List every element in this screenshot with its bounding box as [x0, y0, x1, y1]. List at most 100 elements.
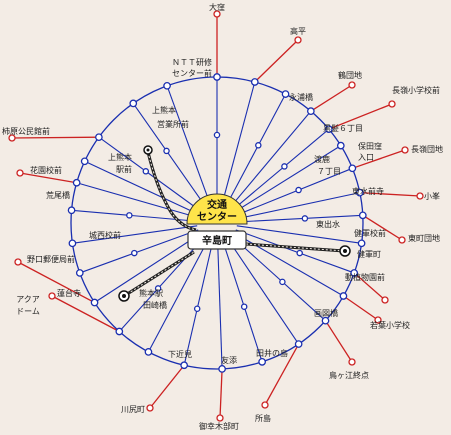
branch-13	[264, 343, 300, 406]
label-kengun-machi: 健軍町	[357, 249, 381, 259]
branch-end-stop-25	[8, 134, 16, 142]
ring-stop-26	[129, 99, 138, 108]
branch-6	[352, 149, 406, 169]
spoke-16	[183, 242, 214, 366]
ring-stop-24	[80, 157, 89, 166]
branch-end-stop-11	[374, 316, 382, 324]
inner-stop-5	[296, 249, 303, 257]
label-aqua-2: ドーム	[16, 307, 40, 316]
spoke-21	[72, 225, 198, 244]
branch-end-stop-18	[48, 292, 56, 300]
label-tomiai: 友添	[221, 355, 237, 365]
hub-box	[187, 230, 247, 250]
branch-end-stop-4	[388, 100, 396, 108]
hub-label: 辛島町	[202, 234, 232, 247]
branch-end-stop-15	[216, 414, 224, 422]
spoke-9	[236, 225, 362, 244]
branch-23	[19, 172, 77, 184]
label-ntt-1: ＮＴＴ研修	[172, 57, 212, 67]
label-higashimizu: 東水前寺	[352, 186, 384, 196]
label-ohkubo: 大窪	[209, 2, 225, 12]
spoke-27	[166, 85, 211, 205]
label-nagamine-danchi: 長嶺団地	[411, 144, 443, 154]
label-hotakubo-2: 入口	[358, 153, 374, 162]
ring-stop-20	[75, 269, 84, 277]
spoke-10	[235, 229, 355, 274]
ring-stop-13	[294, 340, 303, 348]
ring-stop-11	[339, 292, 348, 300]
branch-3	[310, 84, 353, 112]
label-nagamine-shou: 長嶺小学校前	[392, 85, 440, 95]
spoke-26	[132, 103, 206, 207]
label-komine: 小峯	[424, 191, 440, 201]
label-wakaba: 若葉小学校	[370, 320, 410, 330]
branch-8	[362, 214, 403, 241]
tram-tracks	[123, 151, 345, 298]
branch-end-stop-23	[16, 169, 24, 177]
ring-stop-17	[144, 348, 153, 356]
branch-12	[324, 320, 353, 363]
label-ntt-2: センター前	[172, 68, 212, 78]
stop-labels: 大窪 高平 ＮＴＴ研修 センター前 鶴団地 長嶺小学校前 永浦橋 上熊本 営業所…	[2, 2, 443, 431]
label-aqua-1: アクア	[16, 295, 40, 304]
ring-stop-22	[67, 206, 76, 215]
branch-end-stop-12	[348, 358, 356, 366]
label-kakiwara: 柿原公民館前	[2, 126, 50, 136]
ring-stop-16	[180, 361, 189, 370]
inner-stop-7	[240, 303, 248, 310]
branch-end-stop-10	[381, 296, 389, 304]
inner-stop-9	[154, 285, 162, 292]
ring-stop-18	[115, 327, 124, 336]
spoke-5	[233, 145, 342, 213]
spoke-12	[231, 235, 326, 322]
center-node	[186, 193, 248, 225]
branch-15	[219, 368, 223, 419]
spoke-19	[94, 233, 201, 303]
spoke-11	[234, 232, 344, 297]
ring-stop-21	[68, 239, 77, 248]
label-tainoshima: 田井の島	[256, 348, 288, 358]
inner-stop-3	[295, 186, 302, 194]
spoke-25	[98, 136, 202, 212]
inner-stop-12	[142, 168, 150, 175]
label-kumamoto-eki-1: 熊本駅	[139, 288, 163, 298]
branch-end-stop-0	[213, 10, 221, 18]
label-josei: 城西校前	[89, 230, 121, 240]
ring-stop-10	[350, 269, 359, 277]
branch-lines-group	[11, 14, 421, 419]
inner-stop-8	[193, 305, 201, 312]
label-tonden-2: ７丁目	[317, 167, 341, 176]
ring-stop-0	[213, 73, 221, 81]
ring-stop-15	[218, 365, 226, 373]
spoke-2	[225, 93, 287, 206]
ring-stop-14	[258, 358, 266, 366]
label-araobashi: 荒尾橋	[46, 190, 70, 200]
inner-stop-2	[281, 163, 288, 170]
label-kurokami: 黒髪６丁目	[323, 123, 363, 133]
spoke-8	[236, 214, 363, 223]
label-tonden-1: 渡鹿	[314, 154, 330, 164]
label-kawashiri: 川尻町	[121, 405, 145, 414]
label-higashimachi: 東町団地	[408, 233, 440, 243]
label-kumamoto-eki-2: 田崎橋	[143, 300, 167, 310]
label-kamikumamoto-eigyo-1: 上熊本	[152, 105, 176, 115]
spoke-23	[76, 182, 198, 219]
label-eiwabashi: 永浦橋	[289, 92, 313, 102]
label-ukoe: 鳥ヶ江終点	[329, 370, 369, 380]
branch-end-stop-16	[146, 404, 154, 412]
label-hotakubo-1: 保田窪	[358, 141, 382, 151]
ring-stop-5	[336, 141, 345, 150]
ring-stop-7	[355, 188, 364, 197]
ring-stop-9	[357, 239, 366, 248]
center-label-1: 交通	[207, 198, 227, 211]
spoke-13	[227, 239, 300, 345]
branch-7	[359, 191, 421, 197]
inner-stop-0	[213, 131, 221, 139]
branch-end-stop-19	[14, 258, 22, 266]
spoke-24	[84, 160, 200, 216]
ring-stop-1	[250, 78, 259, 86]
branch-16	[149, 364, 185, 409]
center-label-2: センター	[197, 211, 237, 223]
branch-end-stop-7	[416, 192, 424, 200]
